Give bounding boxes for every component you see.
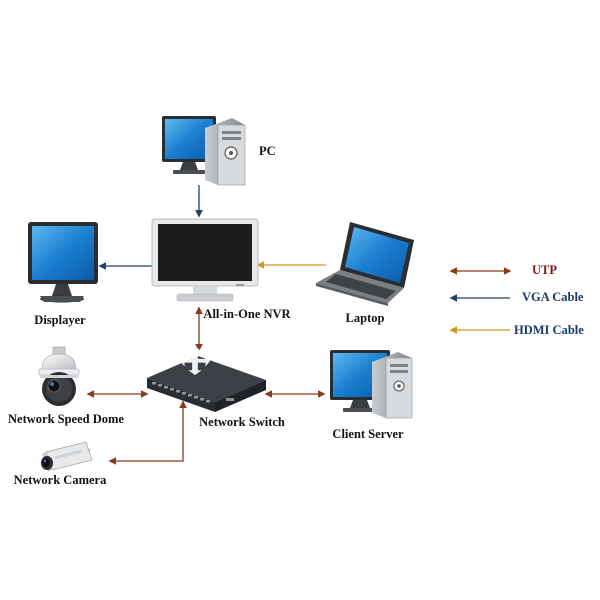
nvr-label: All-in-One NVR — [203, 307, 291, 321]
displayer-label: Displayer — [34, 313, 86, 327]
speed-dome-icon — [38, 346, 80, 406]
legend-hdmi-label: HDMI Cable — [514, 323, 584, 337]
displayer-icon — [28, 222, 98, 303]
legend-utp-label: UTP — [532, 263, 557, 277]
legend-lines — [449, 267, 512, 334]
pc-label: PC — [259, 144, 276, 158]
client-server-label: Client Server — [332, 427, 404, 441]
laptop-label: Laptop — [345, 311, 385, 325]
network-switch-icon — [147, 346, 266, 412]
laptop-icon — [316, 222, 414, 306]
utp-switch-to-camera — [108, 400, 187, 465]
network-camera-icon — [41, 441, 93, 472]
legend-vga-label: VGA Cable — [522, 290, 584, 304]
client-server-icon — [330, 350, 413, 419]
connections — [86, 185, 326, 465]
nvr-icon — [151, 218, 259, 302]
pc-icon — [162, 116, 246, 186]
speed-dome-label: Network Speed Dome — [8, 412, 124, 426]
network-switch-label: Network Switch — [199, 415, 285, 429]
network-camera-label: Network Camera — [13, 473, 107, 487]
